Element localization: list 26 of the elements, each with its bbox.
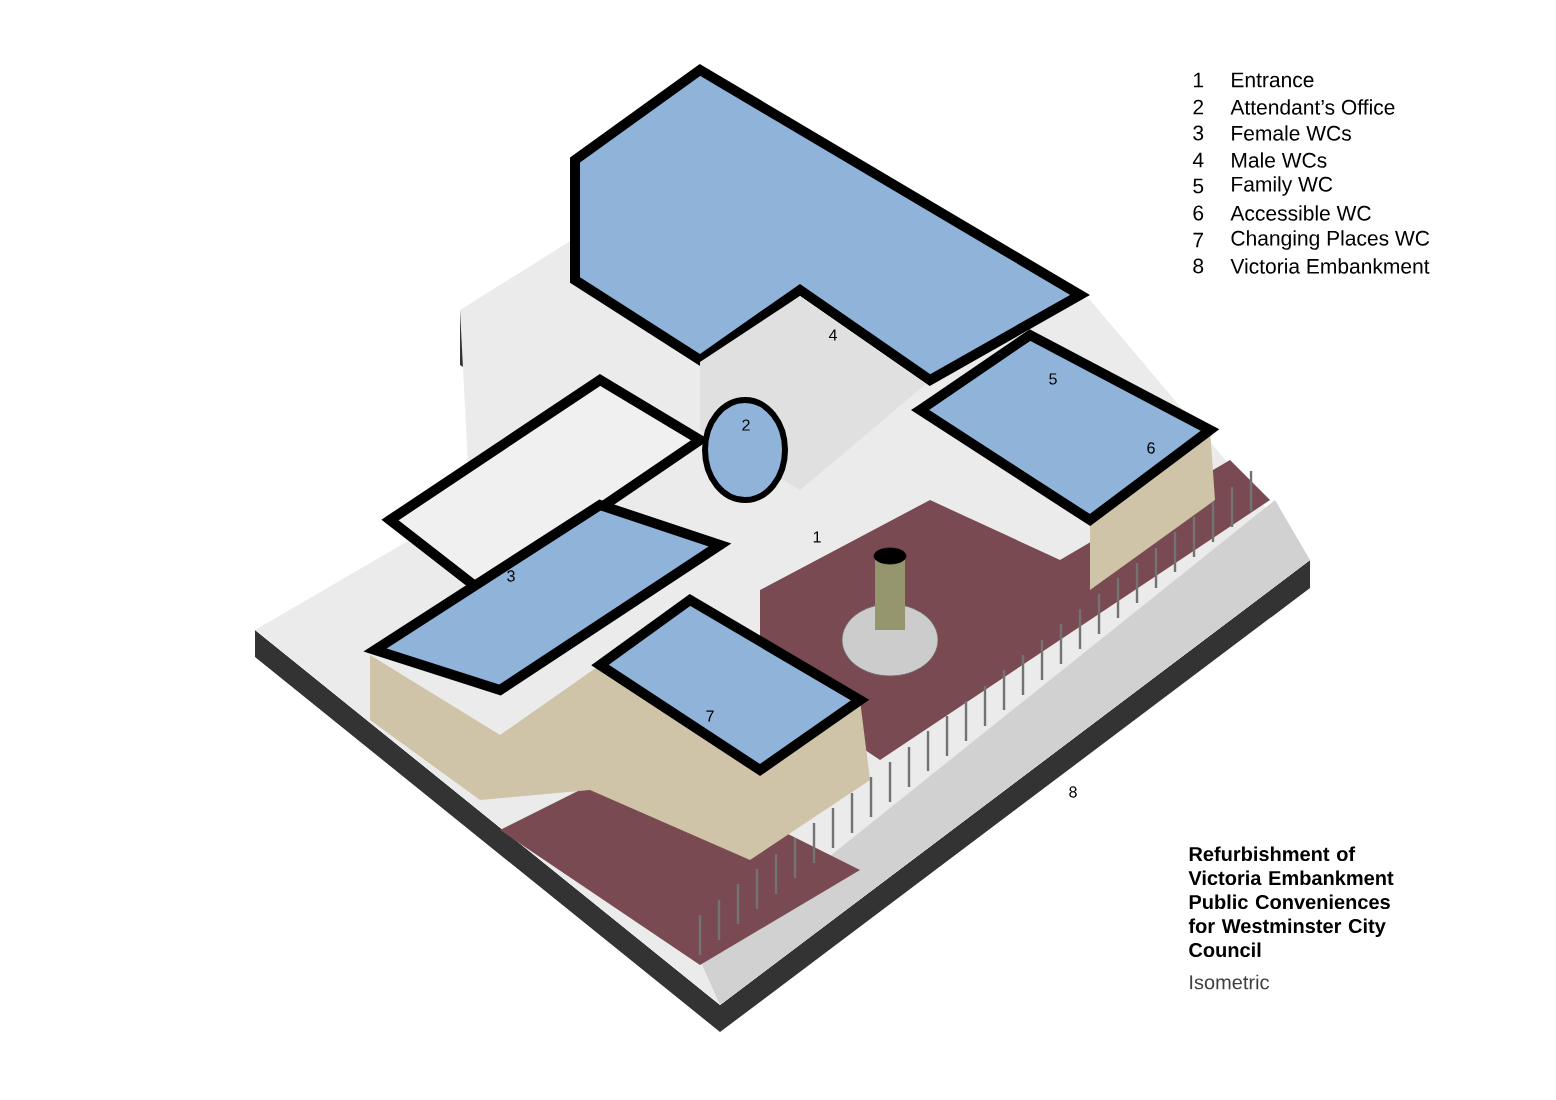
legend-number: 6 bbox=[1193, 205, 1204, 221]
legend-text: Victoria Embankment bbox=[1230, 258, 1430, 274]
legend-text: Entrance bbox=[1232, 72, 1314, 88]
callout-number: 4 bbox=[828, 329, 837, 341]
legend-number: 8 bbox=[1193, 258, 1204, 274]
callout-number: 3 bbox=[507, 570, 515, 582]
legend-number: 2 bbox=[1193, 99, 1203, 115]
callout-number: 2 bbox=[742, 419, 750, 431]
title: Refurbishment of Victoria Embankment Public Conveniences for Westminster City Council bbox=[1188, 846, 1394, 958]
legend-text: Attendant’s Office bbox=[1230, 99, 1395, 115]
legend-text: Family WC bbox=[1232, 176, 1333, 196]
caption: Isometric bbox=[1190, 974, 1269, 990]
callout-number: 7 bbox=[706, 710, 714, 722]
callout-number: 8 bbox=[1069, 786, 1077, 798]
legend-number: 7 bbox=[1193, 232, 1203, 248]
legend-text: Male WCs bbox=[1232, 152, 1327, 168]
callout-number: 1 bbox=[813, 531, 821, 543]
legend-number: 1 bbox=[1194, 72, 1204, 88]
legend-text: Female WCs bbox=[1232, 125, 1351, 141]
legend-number: 5 bbox=[1193, 178, 1204, 194]
legend-number: 3 bbox=[1193, 125, 1204, 141]
legend-text: Accessible WC bbox=[1230, 205, 1371, 221]
callout-number: 6 bbox=[1147, 442, 1155, 454]
legend-number: 4 bbox=[1192, 152, 1204, 168]
legend-text: Changing Places WC bbox=[1231, 230, 1430, 250]
callout-number: 5 bbox=[1049, 373, 1057, 385]
